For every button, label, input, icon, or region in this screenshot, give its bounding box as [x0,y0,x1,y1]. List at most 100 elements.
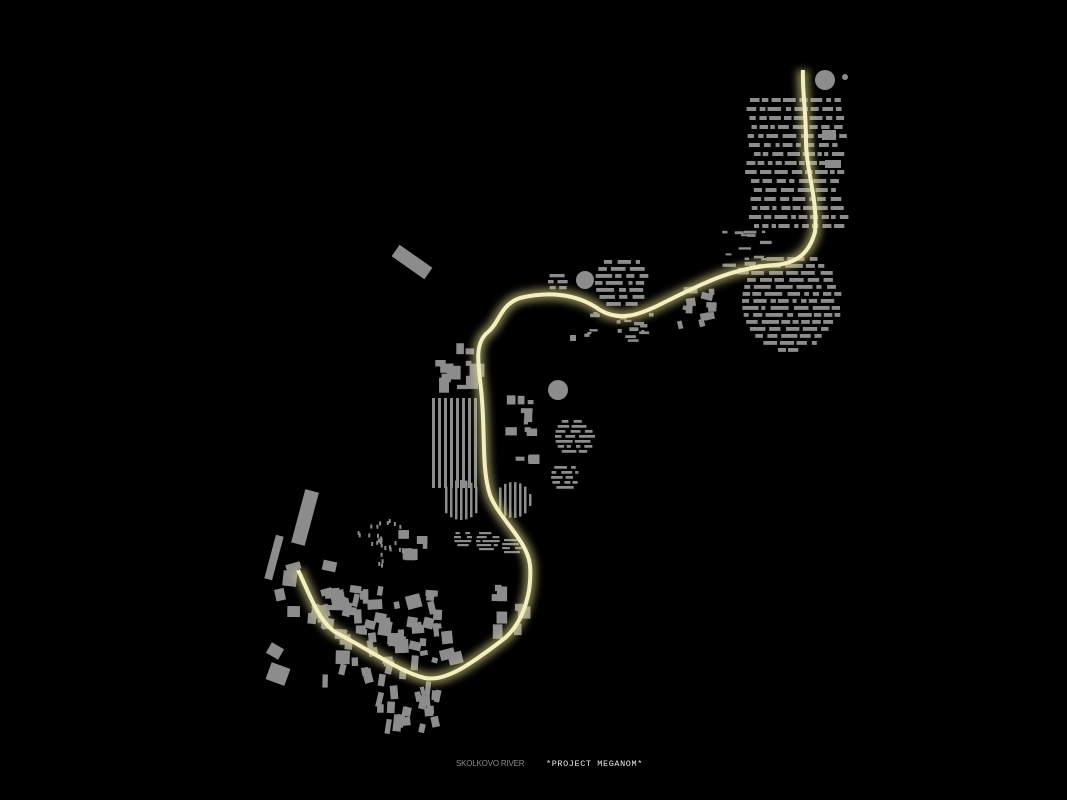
building [809,125,818,129]
building [455,532,460,535]
building [742,306,759,310]
building [830,206,844,210]
building [401,706,412,717]
building [515,456,525,461]
building [831,188,836,192]
building [769,116,781,120]
building [801,320,810,324]
building [831,306,840,310]
building [555,430,566,433]
building [747,134,755,138]
building [380,552,383,557]
building [619,288,626,292]
building [338,663,347,676]
building [418,698,428,710]
building [763,341,778,345]
building [831,215,836,219]
building [476,540,481,543]
building [404,593,423,610]
building [377,533,380,538]
building [785,107,792,111]
building [822,107,834,111]
building [744,285,751,289]
building [425,589,438,597]
building [432,398,435,488]
building [391,244,433,280]
building [610,267,626,271]
building [761,306,766,310]
building [815,70,835,90]
building [322,674,328,688]
building [491,594,498,601]
building [814,170,828,174]
building [419,649,429,657]
building [378,561,381,566]
building [551,471,557,474]
building [548,380,568,400]
building [502,543,519,546]
building [364,668,371,675]
building [820,299,835,303]
building [524,486,527,514]
building [743,313,749,317]
building [493,544,498,547]
building [635,260,640,264]
building [794,224,799,228]
building [430,715,441,728]
building [502,547,510,550]
building [398,547,401,552]
building [753,285,771,289]
building [752,292,762,296]
building [761,258,768,261]
building [456,343,464,355]
building [685,297,697,308]
building [384,545,387,550]
building [590,313,600,318]
building [759,125,769,129]
building [402,551,409,560]
building [769,327,781,331]
building [456,384,469,390]
building [573,420,582,423]
building [351,593,361,608]
building [462,398,465,488]
building [517,395,525,405]
building [825,116,833,120]
building [399,524,402,529]
building [781,334,798,338]
building [759,240,772,245]
river [292,69,822,685]
building [578,435,595,438]
building [629,267,645,271]
building [770,299,776,303]
building [802,327,818,331]
building [778,348,786,352]
building [747,278,756,282]
building [287,566,298,584]
building [576,271,594,289]
building [760,206,770,210]
building [839,134,847,138]
building [475,486,478,514]
building [456,398,459,488]
building [745,170,757,174]
building [625,335,636,339]
building [825,160,841,168]
building [587,331,592,335]
building [457,544,469,547]
building [557,280,568,284]
building [751,125,757,129]
building [748,215,762,219]
building [555,440,573,443]
building [479,532,492,535]
building [740,234,750,237]
building [823,313,833,317]
building [474,398,477,488]
building [742,299,750,303]
building [605,281,623,285]
building [769,271,784,275]
building [640,324,648,328]
building [837,170,845,174]
building [760,278,772,282]
building [565,435,576,438]
